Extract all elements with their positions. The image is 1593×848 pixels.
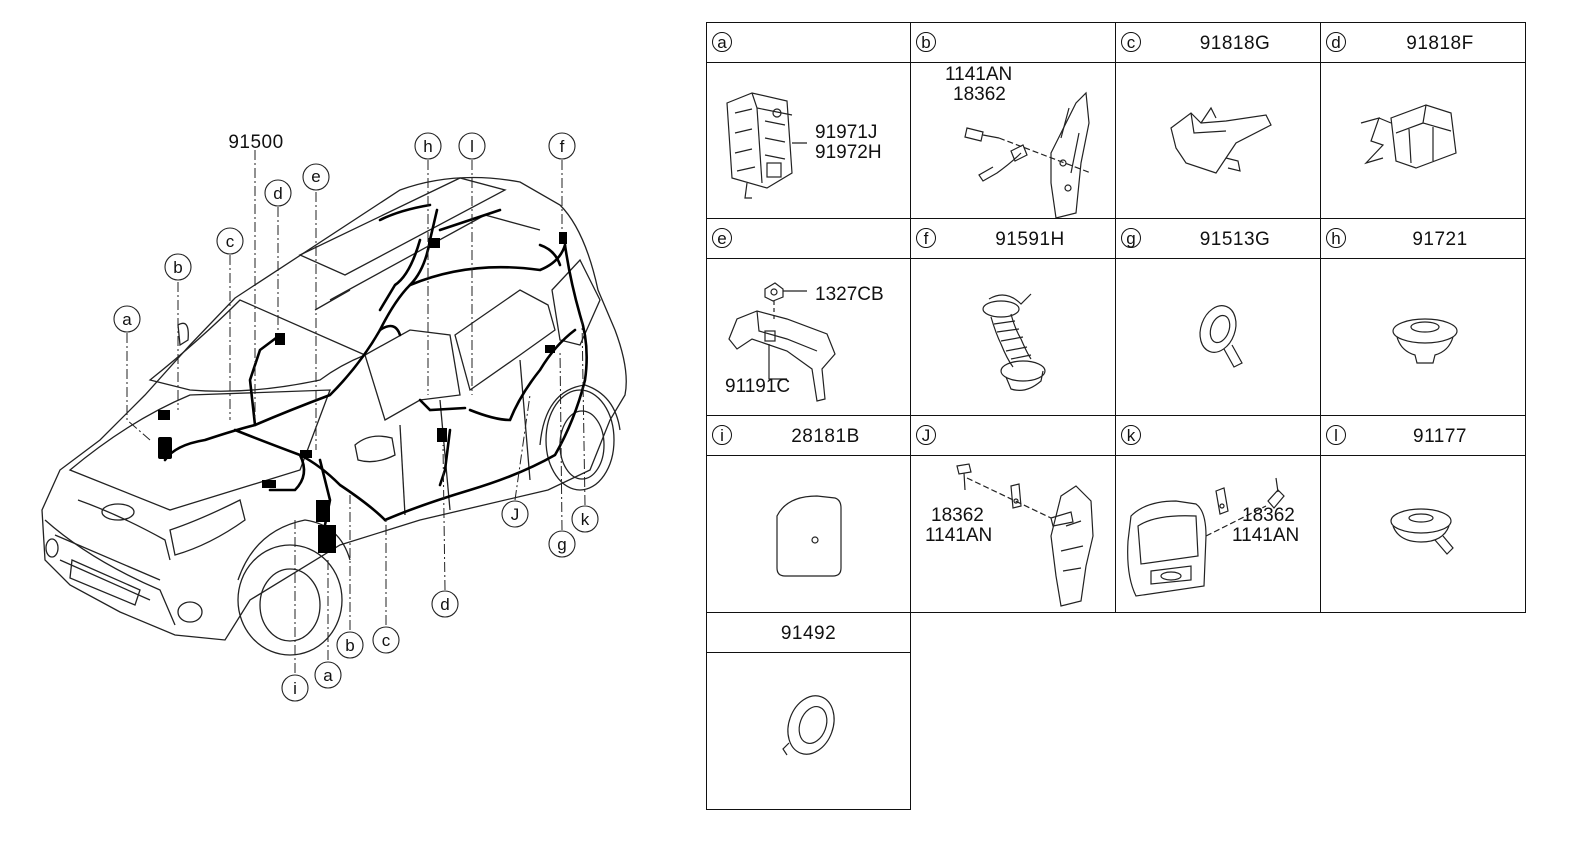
callout-a-top: a [122,310,132,329]
part-label: 1327CB [815,284,884,305]
callout-j: J [511,505,520,524]
cell-code: 91721 [1412,229,1468,250]
part-cell-f: f 91591H [910,218,1116,416]
round-grommet-icon [1392,318,1458,364]
part-cell-g: g 91513G [1115,218,1321,416]
callout-d-bottom: d [440,595,449,614]
cell-letter: f [916,228,936,248]
cell-code: 91513G [1199,229,1271,250]
cell-code: 91591H [995,229,1065,250]
cell-letter: J [916,425,936,445]
part-label: 91972H [815,142,882,163]
callout-c-bottom: c [382,631,391,650]
callout-b-top: b [173,258,182,277]
callout-a-bottom: a [323,666,333,685]
cell-code: 91818F [1406,33,1474,54]
part-label: 18362 [953,84,1006,105]
cell-letter: c [1121,32,1141,52]
cell-code: 91177 [1413,426,1467,447]
part-label: 1141AN [945,64,1013,85]
part-cell-e: e 1327CB 91191C [706,218,911,416]
callout-l: l [470,137,474,156]
cell-letter: k [1121,425,1141,445]
vehicle-illustration: a b c d e h l f g k J d c b a i 91500 [41,132,627,702]
cell-letter: g [1121,228,1141,248]
grommet-with-tube-icon [1199,305,1243,368]
part-cell-j: J 18362 1141AN [910,415,1116,613]
cell-code: 28181B [791,426,860,447]
part-cell-i: i 28181B [706,415,911,613]
part-label: 18362 [1242,505,1295,526]
cell-letter: b [916,32,936,52]
callout-k: k [581,510,590,529]
plug-pad-icon [776,495,842,577]
part-cell-a: a 91971J 91972H [706,22,911,219]
callout-b-bottom: b [345,636,354,655]
grommet-with-tube-icon [1390,508,1454,555]
bolt-bracket-icon [964,91,1092,219]
cell-letter: i [712,425,732,445]
round-grommet-icon [782,695,835,756]
relay-box-icon [726,92,807,199]
callout-h: h [423,137,432,156]
part-cell-h: h 91721 [1320,218,1526,416]
cell-code: 91492 [780,623,837,644]
vehicle-wiring-diagram: a b c d e h l f g k J d c b a i 91500 [0,0,700,848]
connector-block-icon [1360,104,1457,169]
cell-letter: e [712,228,732,248]
main-part-number: 91500 [228,132,283,153]
part-label: 1141AN [1232,525,1300,546]
callout-d-top: d [273,184,282,203]
part-label: 91971J [815,122,878,143]
part-cell-c: c 91818G [1115,22,1321,219]
callout-f: f [560,137,565,156]
bolt-bracket-icon [956,463,1094,607]
part-label: 91191C [725,376,791,397]
tailgate-bolt-icon [1127,477,1285,597]
cell-letter: a [712,32,732,52]
part-cell-l: l 91177 [1320,415,1526,613]
harness-bracket-icon [1170,106,1272,174]
callout-e: e [311,167,320,186]
cell-letter: l [1326,425,1346,445]
part-cell-b: b 1141AN 18362 [910,22,1116,219]
part-label: 1141AN [925,525,993,546]
callout-g: g [557,535,566,554]
cell-letter: h [1326,228,1346,248]
callout-i: i [293,679,297,698]
corrugated-grommet-icon [982,293,1046,391]
bracket-with-nut-icon [728,282,836,402]
cell-letter: d [1326,32,1346,52]
part-cell-91492: 91492 [706,612,911,810]
callout-c-top: c [226,232,235,251]
part-cell-k: k 18362 1141AN [1115,415,1321,613]
cell-code: 91818G [1199,33,1271,54]
part-label: 18362 [931,505,984,526]
part-cell-d: d 91818F [1320,22,1526,219]
